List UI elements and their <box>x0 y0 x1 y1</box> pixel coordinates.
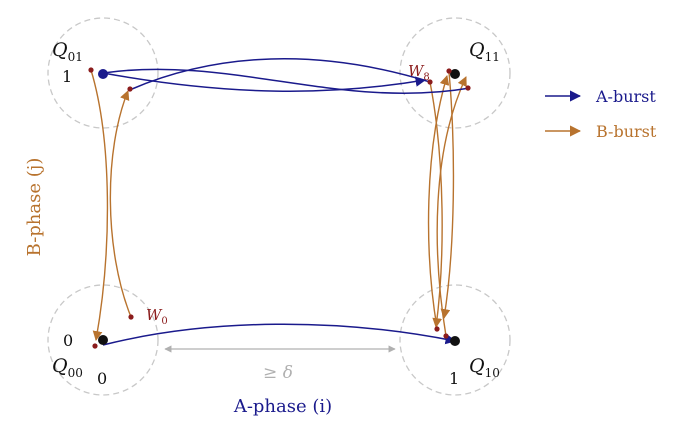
red-point <box>465 85 471 91</box>
b-burst-arrow-right-down-1 <box>429 81 443 328</box>
a-burst-arrow-top-return <box>131 58 431 90</box>
a-burst-arrow-bottom <box>102 323 457 346</box>
corner-point-q10 <box>450 336 460 346</box>
red-point <box>443 333 449 339</box>
label-q01: Q01 <box>52 39 83 64</box>
b-burst-arrow-right-up-2 <box>436 76 467 337</box>
red-point <box>127 86 133 92</box>
legend: A-burst B-burst <box>545 87 657 141</box>
legend-b-burst-label: B-burst <box>596 122 657 141</box>
corner-point-q11 <box>450 69 460 79</box>
red-point <box>92 343 98 349</box>
label-w0: W0 <box>146 306 168 327</box>
tick-i0: 0 <box>97 369 107 388</box>
red-point <box>128 314 134 320</box>
delta-label: ≥ δ <box>263 363 293 383</box>
red-point <box>446 68 452 74</box>
corner-point-q01 <box>98 69 108 79</box>
neighborhood-q01 <box>47 17 159 129</box>
neighborhood-q10 <box>399 284 511 396</box>
tick-j1: 1 <box>62 67 72 86</box>
b-burst-arrow-left-down <box>90 69 109 341</box>
label-q00: Q00 <box>52 355 83 380</box>
red-point <box>434 326 440 332</box>
label-q10: Q10 <box>469 355 500 380</box>
a-burst-arrow-top-back <box>102 68 471 94</box>
b-burst-arrow-right-down-2 <box>440 71 455 319</box>
b-burst-arrow-right-up-1 <box>427 75 450 329</box>
tick-i1: 1 <box>449 369 459 388</box>
y-axis-label: B-phase (j) <box>24 158 45 257</box>
label-w8: W8 <box>408 62 430 83</box>
red-point <box>88 67 94 73</box>
x-axis-label: A-phase (i) <box>233 396 332 417</box>
red-point <box>427 79 433 85</box>
tick-j0: 0 <box>63 331 73 350</box>
corner-point-q00 <box>98 335 108 345</box>
b-burst-arrow-left-up <box>109 90 132 318</box>
neighborhood-q00 <box>47 284 159 396</box>
label-q11: Q11 <box>469 39 500 64</box>
legend-a-burst-label: A-burst <box>595 87 656 106</box>
